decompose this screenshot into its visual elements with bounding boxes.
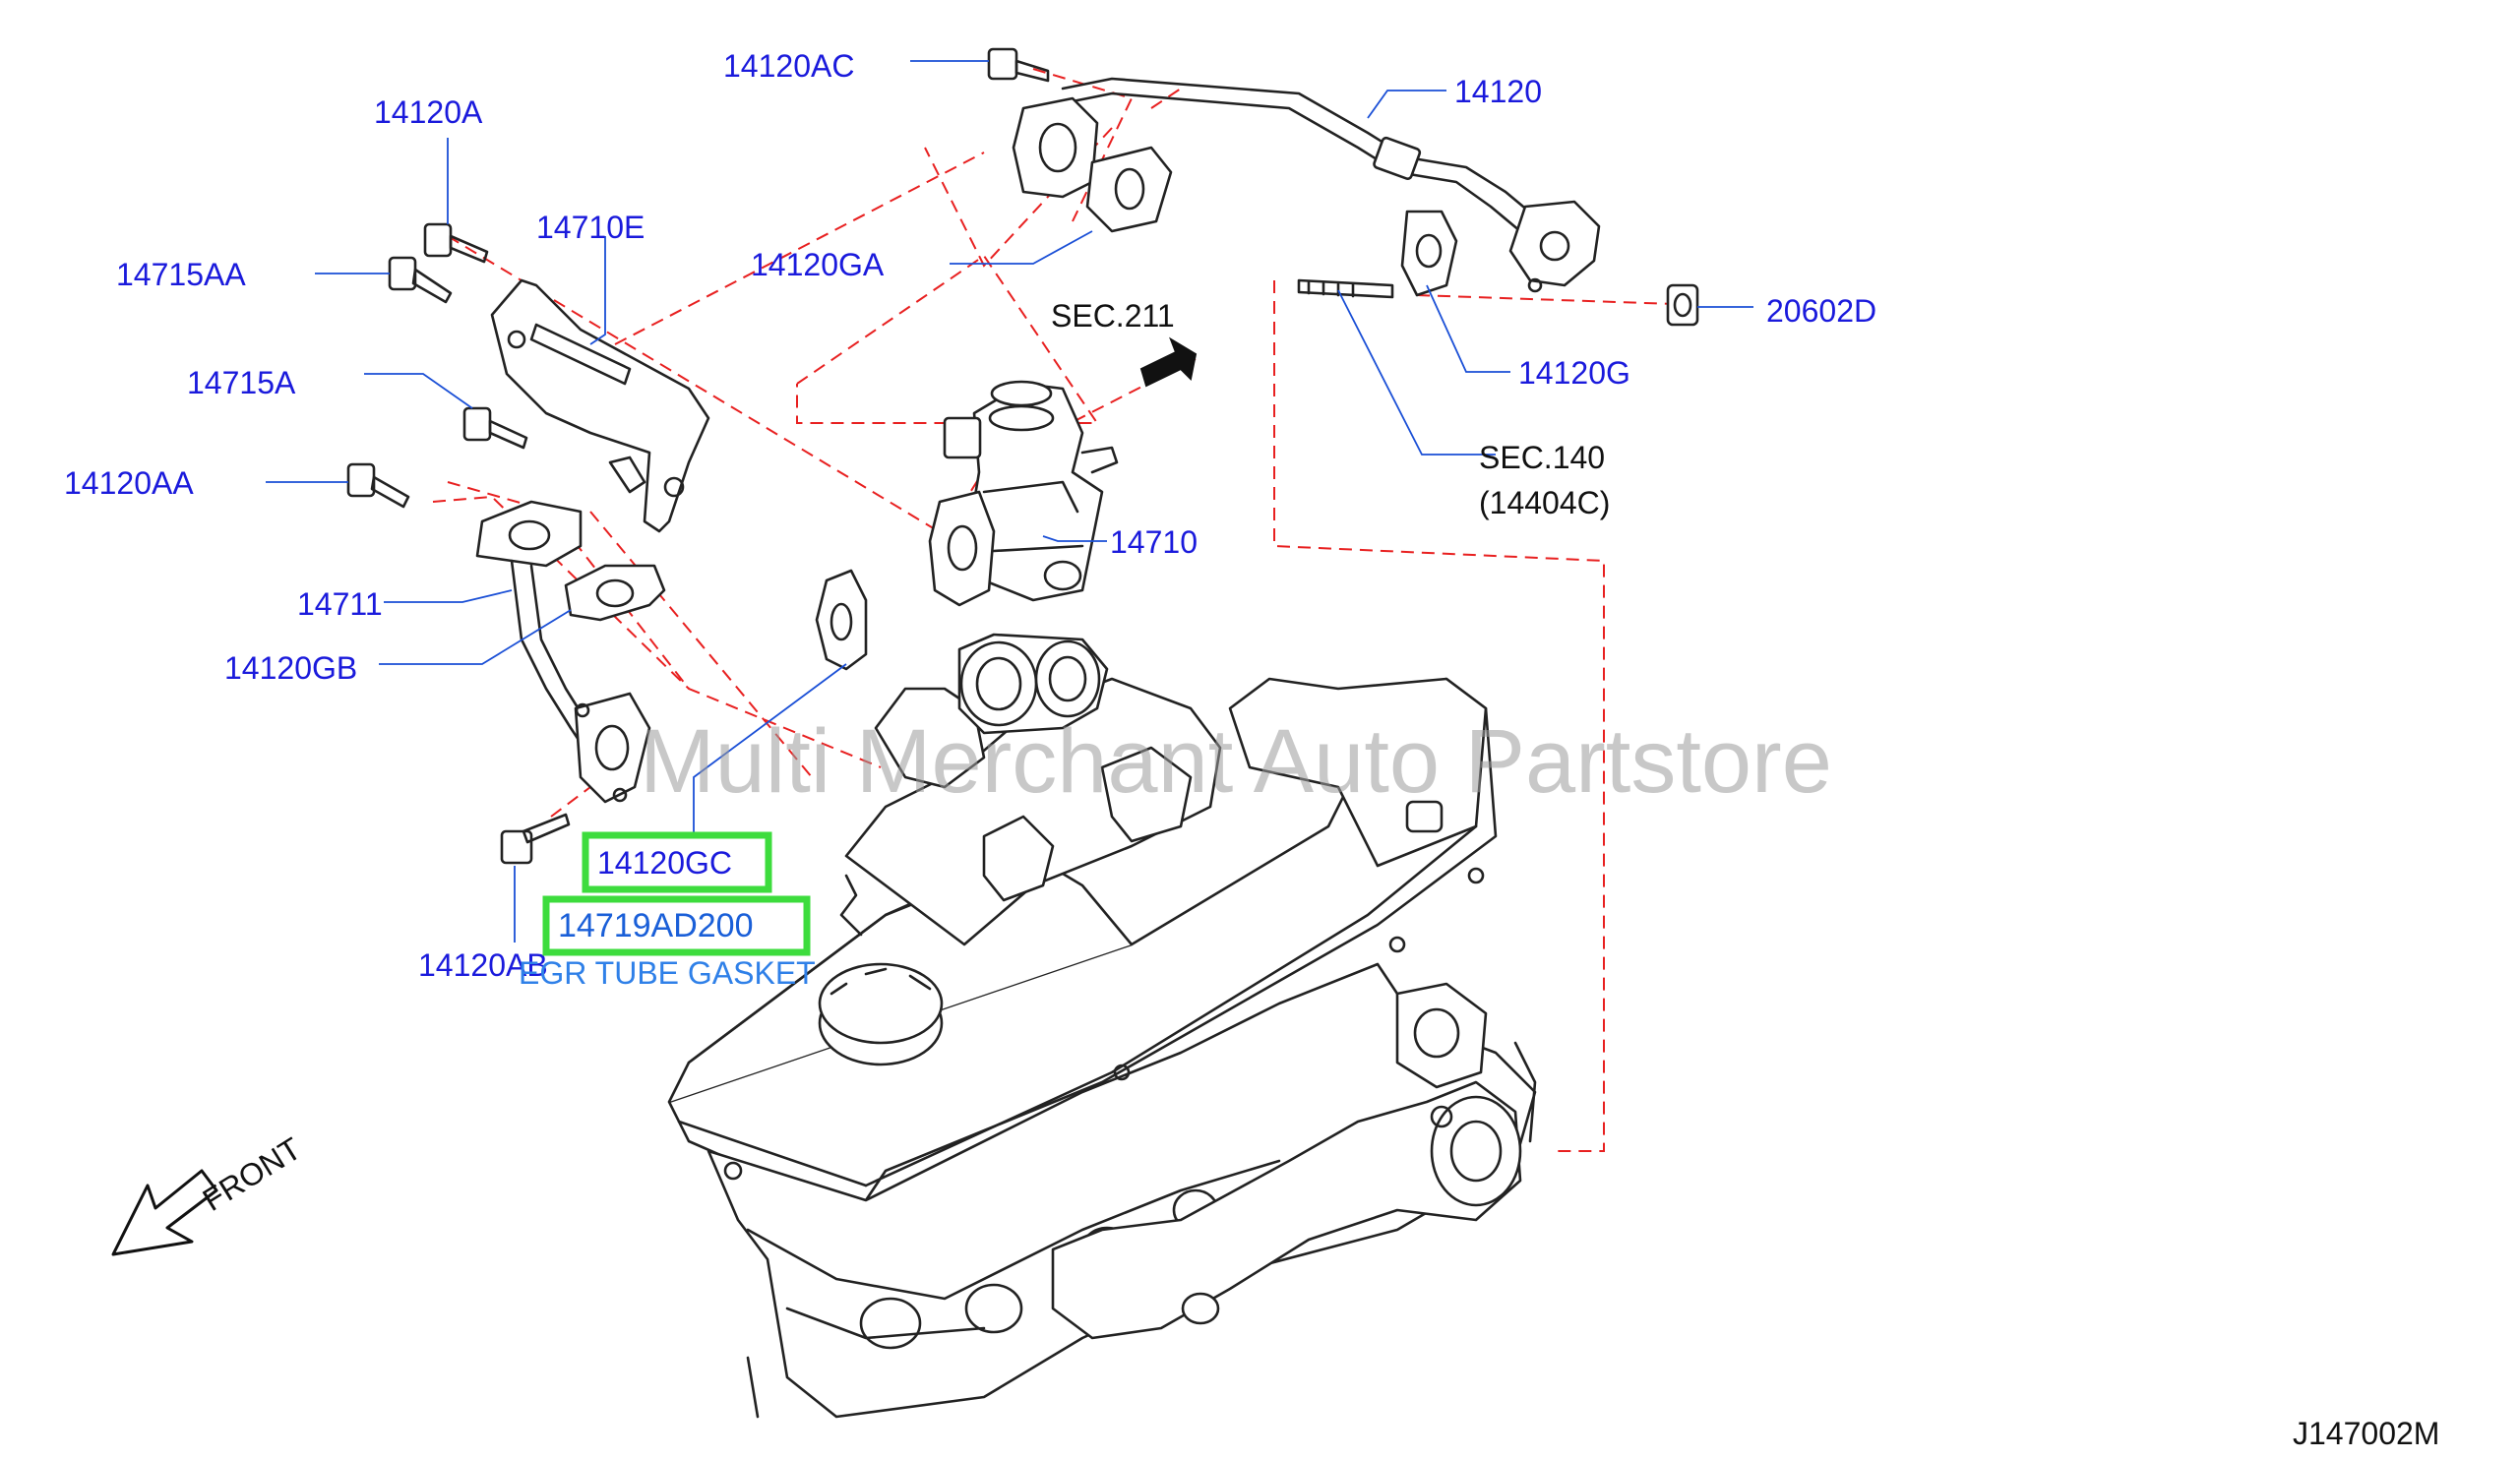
bracket-14710e <box>490 278 710 533</box>
highlight-box-14120gc <box>582 831 772 893</box>
gasket-14120ga <box>1085 146 1173 233</box>
label-14715aa[interactable]: 14715AA <box>116 257 246 292</box>
bolt-14120ac <box>987 47 1050 83</box>
part-description: EGR TUBE GASKET <box>519 955 816 991</box>
nut-20602d <box>1666 283 1699 327</box>
label-14719ad200[interactable]: 14719AD200 <box>558 907 754 944</box>
highlighted-part-boxes: 14120GC 14719AD200 EGR TUBE GASKET <box>519 831 816 991</box>
part-labels: 14120AC 14120 14120A 14710E 14120GA 1471… <box>64 48 1876 983</box>
label-sec140-sub: (14404C) <box>1479 485 1610 520</box>
gasket-14120g <box>1400 210 1458 297</box>
bolt-14120a <box>423 222 489 264</box>
bolt-14715aa <box>388 256 453 304</box>
label-sec140[interactable]: SEC.140 <box>1479 440 1605 475</box>
diagram-id: J147002M <box>2293 1416 2439 1451</box>
label-14711[interactable]: 14711 <box>297 586 383 622</box>
label-14120ga[interactable]: 14120GA <box>751 247 885 282</box>
bracket-slot <box>529 323 632 386</box>
label-14120g[interactable]: 14120G <box>1518 355 1630 391</box>
label-14120aa[interactable]: 14120AA <box>64 465 194 501</box>
egr-tube-14711 <box>475 500 651 804</box>
label-14120ab[interactable]: 14120AB <box>418 947 548 983</box>
front-label: FRONT <box>197 1130 308 1218</box>
label-14120[interactable]: 14120 <box>1454 74 1542 109</box>
label-14710[interactable]: 14710 <box>1110 524 1198 560</box>
bolt-14715a <box>462 406 528 450</box>
label-20602d[interactable]: 20602D <box>1766 293 1876 329</box>
bolt-14120ab <box>500 813 571 865</box>
gasket-14120gc <box>815 569 868 671</box>
bolt-14120aa <box>346 462 410 509</box>
label-14120gb[interactable]: 14120GB <box>224 650 357 686</box>
label-sec211[interactable]: SEC.211 <box>1051 298 1175 334</box>
label-14120gc[interactable]: 14120GC <box>597 845 732 881</box>
label-14120ac[interactable]: 14120AC <box>723 48 854 84</box>
label-14120a[interactable]: 14120A <box>374 94 483 130</box>
label-14710e[interactable]: 14710E <box>536 210 645 245</box>
leader-lines <box>266 60 1753 943</box>
cylinder-head-assembly <box>667 633 1537 1419</box>
front-arrow-icon <box>111 1169 218 1256</box>
label-14715a[interactable]: 14715A <box>187 365 296 400</box>
egr-tube-14120 <box>1012 77 1601 293</box>
gasket-14120gb <box>564 564 666 622</box>
sec211-arrow-icon <box>1139 336 1198 388</box>
watermark: Multi Merchant Auto Partstore <box>640 711 1832 812</box>
highlight-box-14719ad200 <box>542 895 811 956</box>
stud-sec140 <box>1297 278 1394 299</box>
egr-valve-14710 <box>928 380 1119 607</box>
